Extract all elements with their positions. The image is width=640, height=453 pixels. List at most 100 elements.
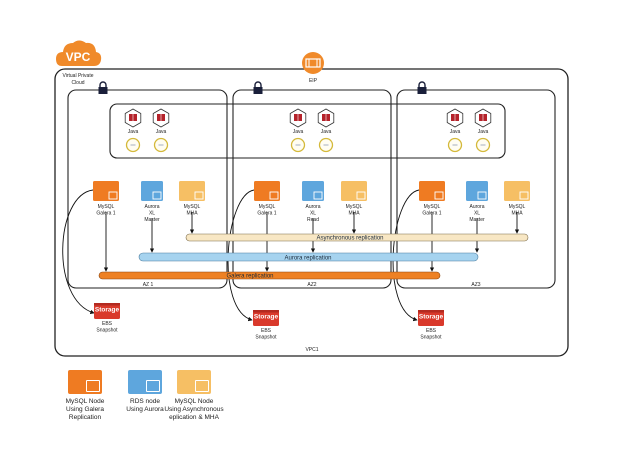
aurora-replication-bar: Aurora replication: [138, 252, 479, 262]
node-label: MySQL: [184, 204, 201, 210]
node-label: Galera 1: [257, 211, 276, 217]
galera-node-icon: [68, 370, 102, 394]
storage-label: Snapshot: [420, 335, 442, 341]
aurora-node-icon: [128, 370, 162, 394]
node-label: MHA: [511, 211, 523, 217]
async-replication-bar: Asynchronous replication: [185, 233, 529, 242]
node-label: MySQL: [424, 204, 441, 210]
java-node: Java: [474, 108, 492, 153]
legend-mha: MySQL Node Using Asynchronous eplication…: [159, 370, 229, 422]
svg-text:Aurora replication: Aurora replication: [284, 256, 331, 262]
java-label: Java: [156, 129, 167, 135]
az2-label: AZ2: [307, 282, 316, 288]
legend-aurora: RDS node Using Aurora: [110, 370, 180, 414]
storage-icon: [253, 310, 279, 326]
storage-label: EBS: [102, 321, 113, 327]
java-label: Java: [321, 129, 332, 135]
svg-text:VPC: VPC: [66, 50, 91, 64]
az2-container: [232, 89, 392, 289]
snapshot-connector: [62, 189, 95, 315]
legend-text: Using Galera: [66, 406, 104, 413]
eip-icon: [302, 52, 324, 74]
storage-label: EBS: [261, 328, 272, 334]
svg-text:Galera replication: Galera replication: [226, 274, 273, 280]
legend-text: Replication: [68, 414, 102, 421]
galera-replication-bar: Galera replication: [98, 271, 441, 280]
app-tier-container: [109, 103, 506, 159]
java-node: Java: [152, 108, 170, 153]
java-node: Java: [317, 108, 335, 153]
node-label: Aurora: [305, 204, 320, 210]
lock-icon: [98, 81, 108, 94]
svg-text:Asynchronous replication: Asynchronous replication: [316, 236, 383, 242]
az3-label: AZ3: [471, 282, 480, 288]
mha-node-icon: [177, 370, 211, 394]
az3-container: [396, 89, 556, 289]
galera-node-icon: [93, 181, 119, 201]
legend-text: MySQL Node: [65, 398, 105, 405]
node-label: Read: [307, 217, 319, 223]
node-label: Aurora: [469, 204, 484, 210]
az1-container: [67, 89, 228, 289]
node-label: MHA: [186, 211, 198, 217]
galera-node-icon: [419, 181, 445, 201]
legend-text: Using Aurora: [126, 406, 164, 413]
legend-text: eplication & MHA: [169, 414, 219, 421]
storage-badge: Storage: [254, 314, 279, 321]
aurora-node-icon: [466, 181, 488, 201]
galera-node-icon: [254, 181, 280, 201]
legend-text: RDS node: [130, 398, 160, 405]
mha-node-icon: [179, 181, 205, 201]
java-node: Java: [446, 108, 464, 153]
legend-text: MySQL Node: [174, 398, 214, 405]
java-label: Java: [478, 129, 489, 135]
node-label: XL: [474, 211, 480, 217]
java-label: Java: [128, 129, 139, 135]
java-node: Java: [289, 108, 307, 153]
java-label: Java: [293, 129, 304, 135]
storage-label: EBS: [426, 328, 437, 334]
eip-label: EIP: [309, 78, 318, 84]
node-label: Galera 1: [422, 211, 441, 217]
node-label: MySQL: [259, 204, 276, 210]
lock-icon: [417, 81, 427, 94]
java-node: Java: [124, 108, 142, 153]
storage-label: Snapshot: [255, 335, 277, 341]
lock-icon: [253, 81, 263, 94]
node-label: Aurora: [144, 204, 159, 210]
node-label: MHA: [348, 211, 360, 217]
node-label: MySQL: [346, 204, 363, 210]
aurora-node-icon: [141, 181, 163, 201]
legend-text: Using Asynchronous: [164, 406, 224, 413]
vpc-cloud-icon: VPC: [56, 40, 102, 66]
storage-badge: Storage: [95, 307, 120, 314]
legend-galera: MySQL Node Using Galera Replication: [50, 370, 120, 422]
node-label: XL: [310, 211, 316, 217]
node-label: Master: [469, 217, 485, 223]
aurora-node-icon: [302, 181, 324, 201]
node-label: Galera 1: [96, 211, 115, 217]
az1-label: AZ 1: [143, 282, 154, 288]
vpc-bottom-label: VPC1: [305, 347, 318, 353]
java-label: Java: [450, 129, 461, 135]
node-label: XL: [149, 211, 155, 217]
mha-node-icon: [504, 181, 530, 201]
storage-badge: Storage: [419, 314, 444, 321]
storage-icon: [94, 303, 120, 319]
vpc-title: Virtual Private: [62, 73, 93, 79]
storage-icon: [418, 310, 444, 326]
vpc-title-line2: Cloud: [71, 80, 84, 86]
node-label: MySQL: [98, 204, 115, 210]
